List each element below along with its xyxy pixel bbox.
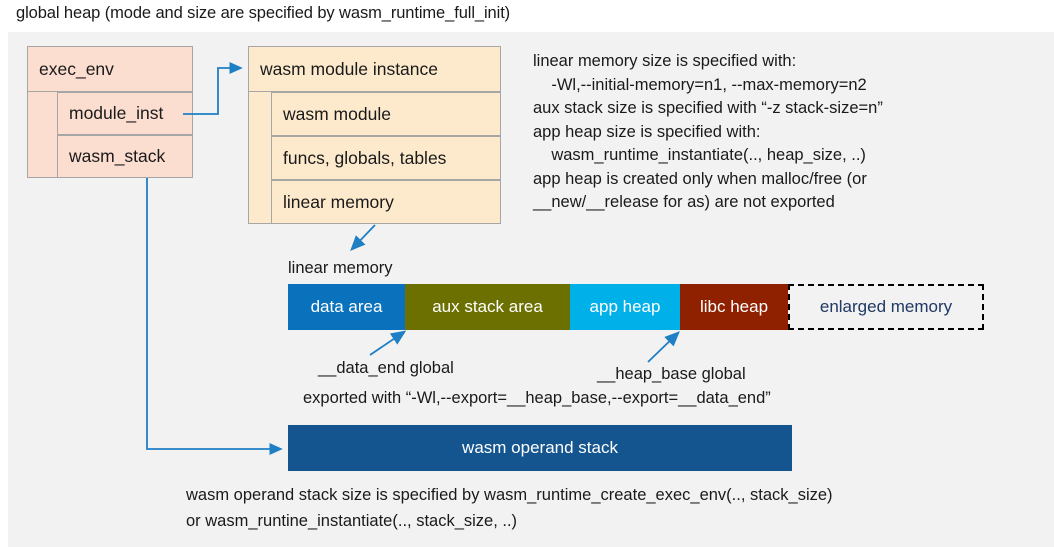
- operand-stack-caption-line-1: or wasm_runtine_instantiate(.., stack_si…: [186, 512, 518, 530]
- exec-env-row-module-inst: module_inst: [57, 92, 193, 135]
- wasm-module-instance-header-label: wasm module instance: [260, 58, 438, 79]
- wasm-module-instance-row-wasm-module: wasm module: [271, 92, 501, 136]
- memory-segment-aux-stack-area-label: aux stack area: [432, 297, 543, 316]
- notes-line-6: __new/__release for as) are not exported: [533, 193, 835, 211]
- memory-segment-libc-heap: libc heap: [680, 284, 788, 330]
- page-title: global heap (mode and size are specified…: [16, 4, 511, 22]
- operand-stack-caption: wasm operand stack size is specified by …: [186, 482, 833, 534]
- heap-base-global-annotation: __heap_base global: [597, 365, 746, 383]
- memory-segment-enlarged-memory-label: enlarged memory: [819, 297, 953, 316]
- wasm-module-instance-row-funcs-globals-tables: funcs, globals, tables: [271, 136, 501, 180]
- notes-line-3: app heap size is specified with:: [533, 122, 761, 141]
- memory-segment-enlarged-memory: enlarged memory: [788, 284, 984, 330]
- notes-line-5: app heap is created only when malloc/fre…: [533, 169, 867, 188]
- funcs-globals-tables-row-label: funcs, globals, tables: [283, 147, 447, 168]
- operand-stack-caption-line-0: wasm operand stack size is specified by …: [186, 486, 833, 504]
- memory-segment-app-heap: app heap: [570, 284, 680, 330]
- linear-memory-row-label: linear memory: [283, 191, 394, 212]
- linear-memory-notes: linear memory size is specified with: -W…: [533, 50, 883, 215]
- wasm-operand-stack-label: wasm operand stack: [462, 438, 618, 457]
- exec-env-row-module-inst-label: module_inst: [69, 103, 164, 123]
- exec-env-row-wasm-stack-label: wasm_stack: [69, 146, 166, 166]
- data-end-global-annotation: __data_end global: [318, 359, 454, 377]
- exported-with-annotation: exported with “-Wl,--export=__heap_base,…: [303, 389, 771, 407]
- exec-env-header: exec_env: [27, 46, 193, 92]
- memory-segment-data-area-label: data area: [310, 297, 383, 316]
- memory-segment-libc-heap-label: libc heap: [699, 297, 769, 316]
- wasm-operand-stack-box: wasm operand stack: [288, 425, 792, 471]
- notes-line-4: wasm_runtime_instantiate(.., heap_size, …: [533, 146, 866, 164]
- memory-segment-app-heap-label: app heap: [589, 297, 661, 316]
- notes-line-1: -Wl,--initial-memory=n1, --max-memory=n2: [533, 75, 867, 94]
- wasm-module-instance-header: wasm module instance: [248, 46, 501, 92]
- memory-segment-data-area: data area: [288, 284, 405, 330]
- exec-env-row-wasm-stack: wasm_stack: [57, 135, 193, 178]
- wasm-module-instance-row-linear-memory: linear memory: [271, 180, 501, 224]
- notes-line-2: aux stack size is specified with “-z sta…: [533, 99, 883, 117]
- linear-memory-bar-caption: linear memory: [288, 259, 393, 277]
- wasm-module-row-label: wasm module: [283, 103, 391, 124]
- notes-line-0: linear memory size is specified with:: [533, 52, 797, 70]
- exec-env-header-label: exec_env: [39, 58, 114, 79]
- memory-segment-aux-stack-area: aux stack area: [405, 284, 570, 330]
